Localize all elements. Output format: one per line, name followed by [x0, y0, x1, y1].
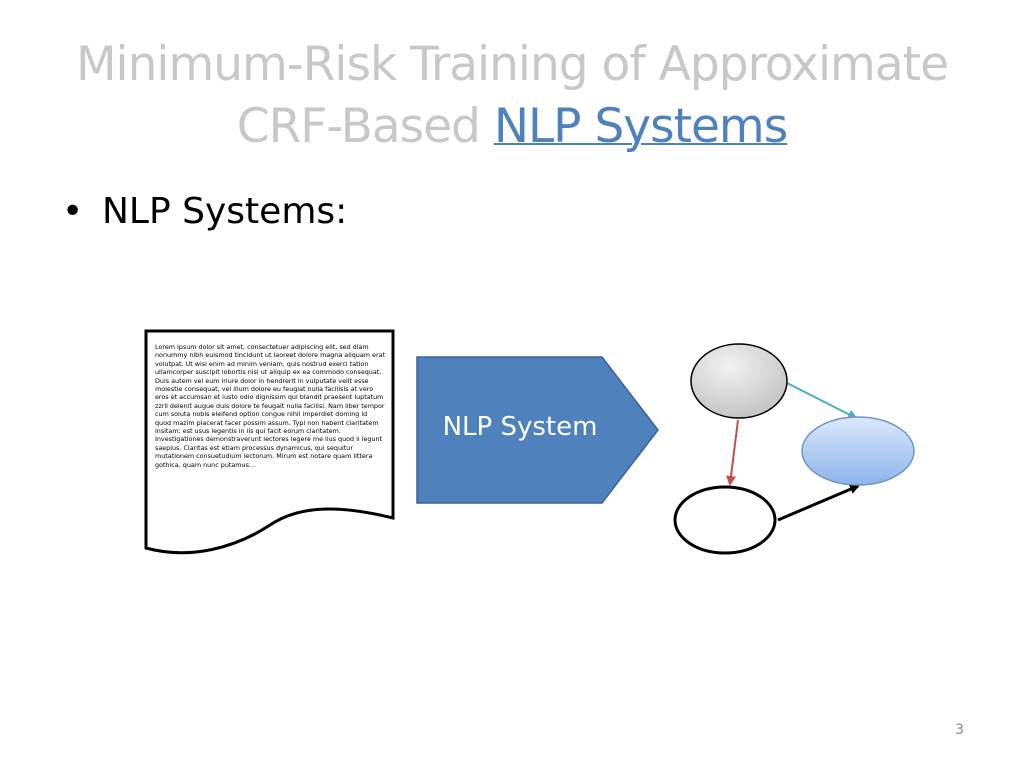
document-shape [144, 329, 395, 555]
graph-node-bottom [673, 485, 777, 555]
document-text: Lorem ipsum dolor sit amet, consectetuer… [155, 343, 385, 469]
page-number: 3 [955, 722, 964, 738]
bullet-symbol: • [62, 191, 84, 232]
edge-bottom-to-right [777, 484, 860, 522]
nlp-system-label: NLP System [442, 412, 598, 442]
bullet-text: NLP Systems: [102, 191, 348, 232]
title-line-2: CRF-Based NLP Systems [0, 96, 1024, 158]
slide-title: Minimum-Risk Training of Approximate CRF… [0, 34, 1024, 158]
edge-top-to-bottom [726, 419, 739, 486]
bullet-item: • NLP Systems: [62, 188, 347, 236]
title-line-1: Minimum-Risk Training of Approximate [76, 37, 949, 92]
nlp-system-shape [416, 356, 659, 504]
graph-node-top [690, 343, 788, 419]
title-link[interactable]: NLP Systems [493, 99, 788, 154]
graph-node-right [801, 416, 915, 486]
title-prefix: CRF-Based [236, 99, 494, 154]
edge-top-to-right [786, 382, 858, 419]
